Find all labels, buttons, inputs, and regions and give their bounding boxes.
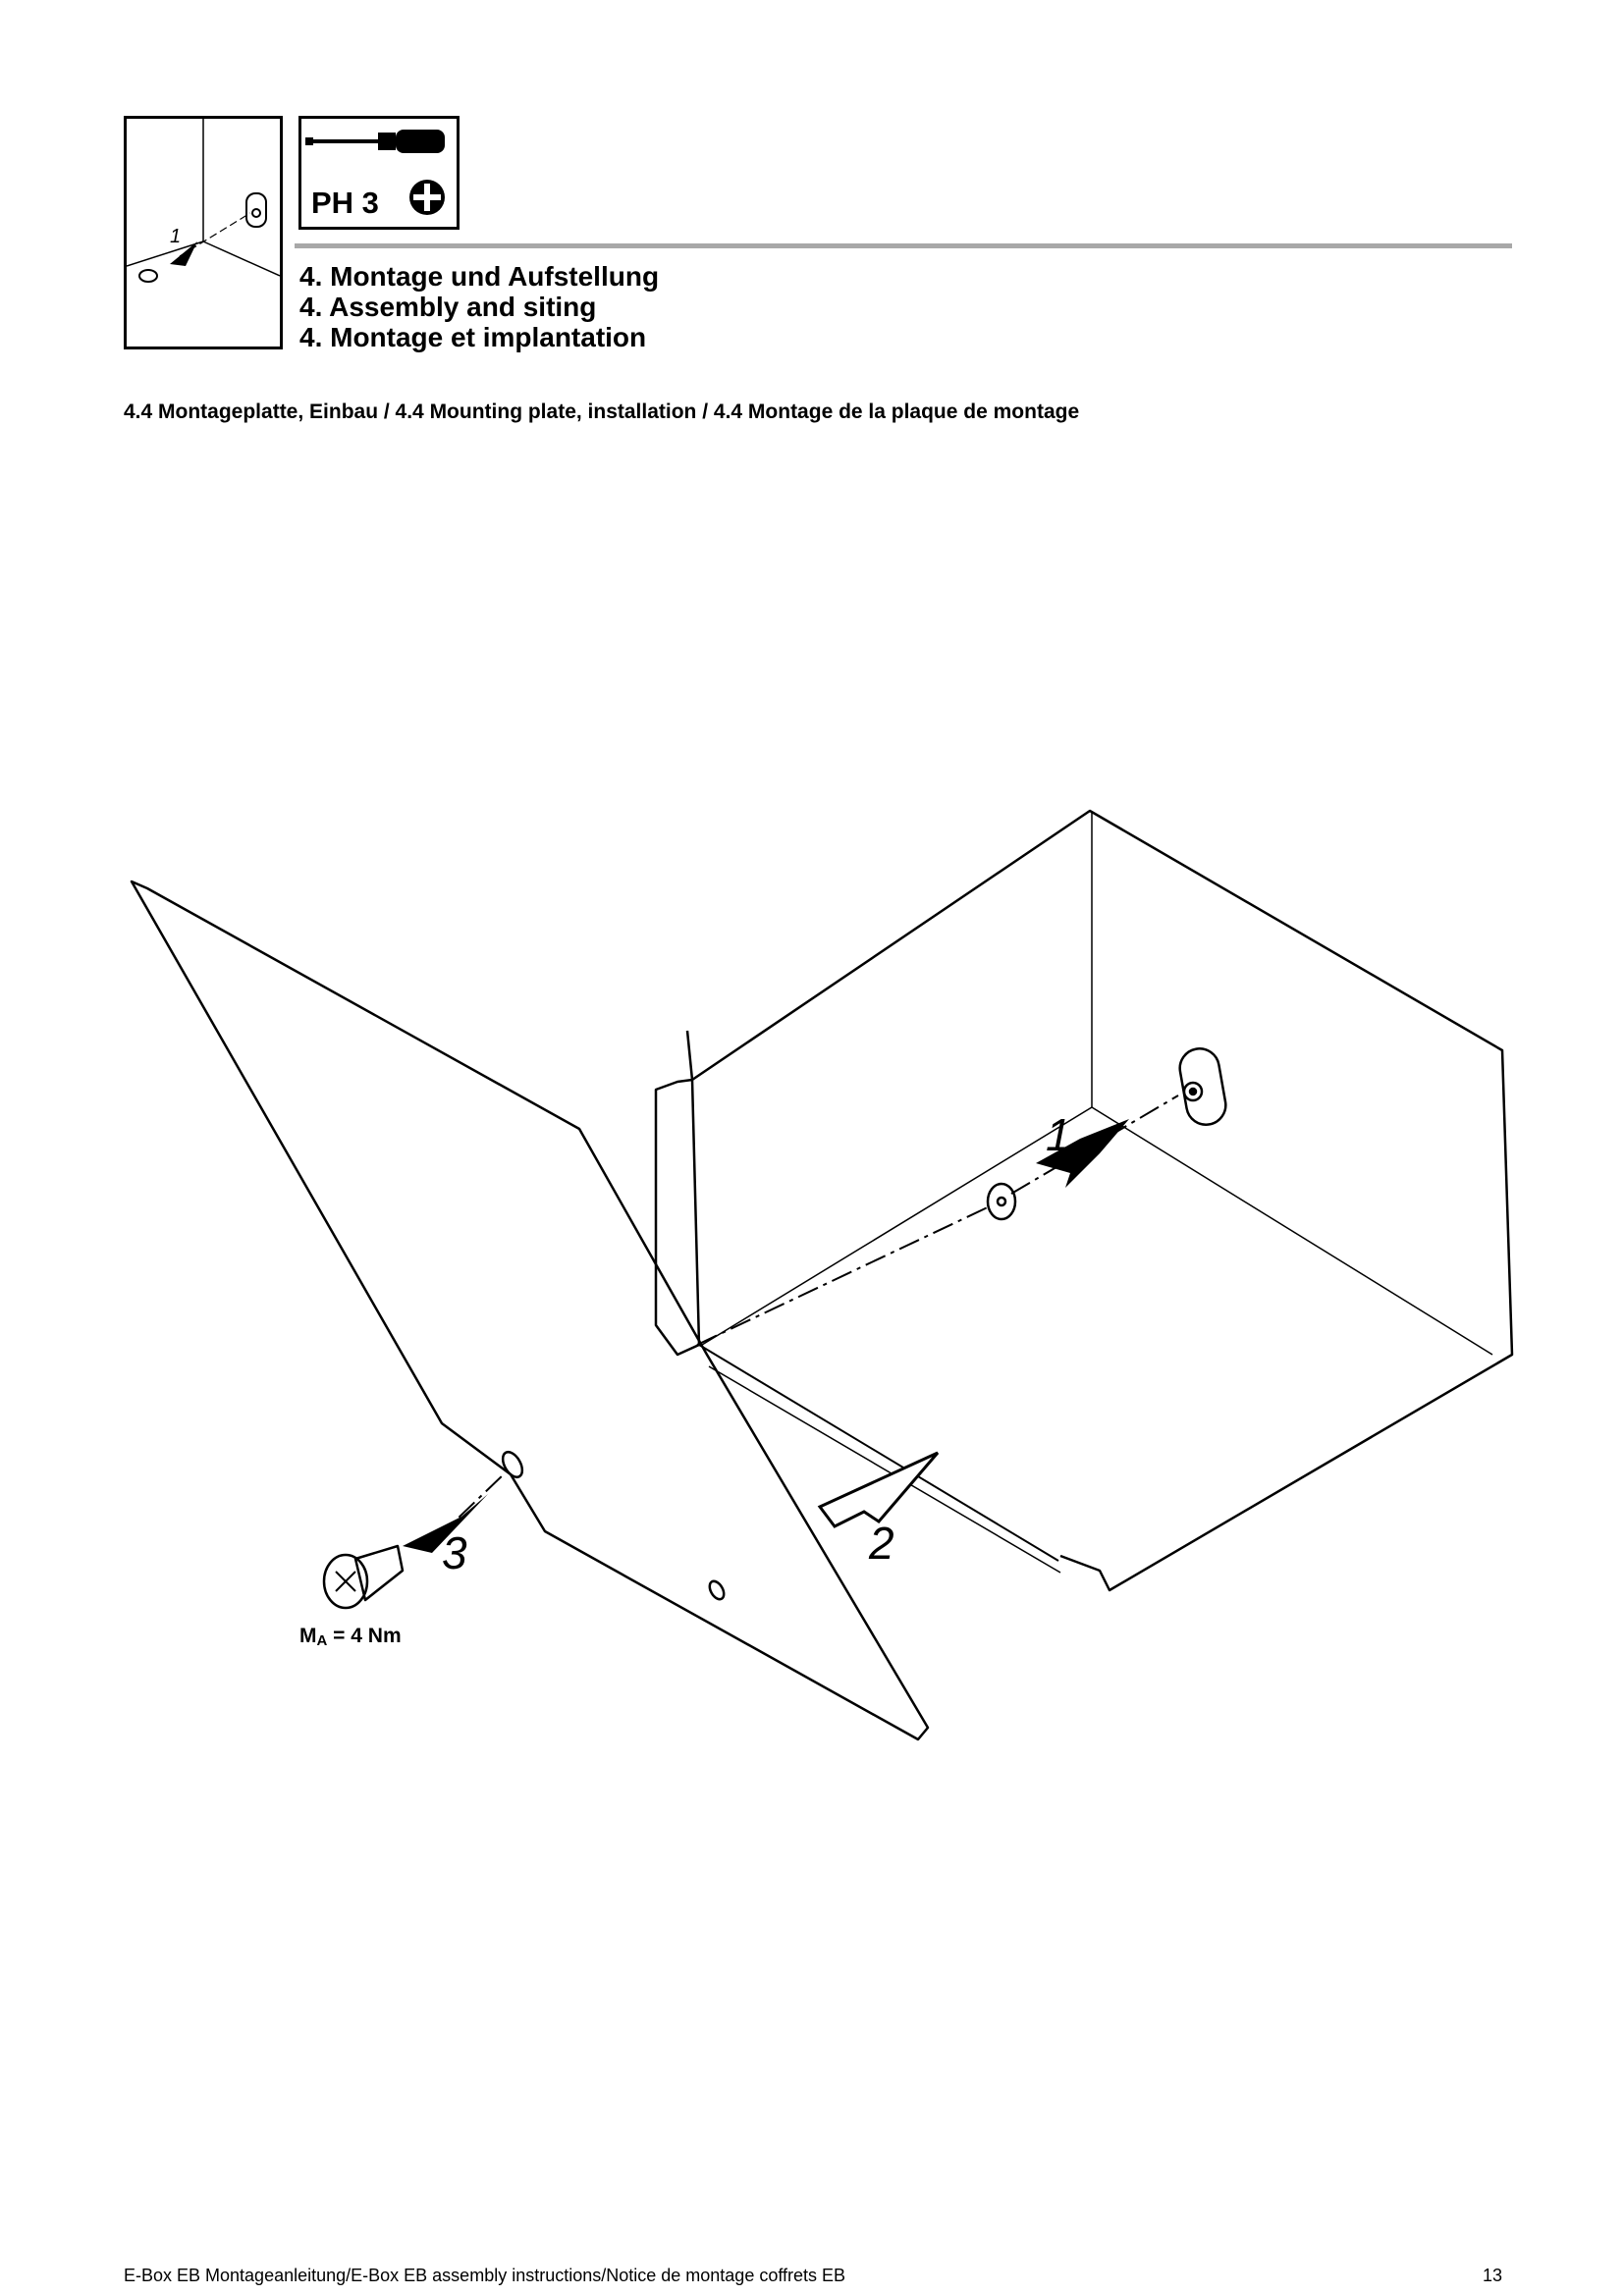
torque-subscript: A [316, 1632, 328, 1649]
washer-icon [986, 1182, 1017, 1221]
nut-icon [245, 192, 267, 228]
tool-label: PH 3 [311, 186, 379, 220]
heading-fr: 4. Montage et implantation [299, 322, 647, 352]
section-title: 4.4 Montageplatte, Einbau / 4.4 Mounting… [124, 400, 1080, 423]
screw-icon [322, 1544, 405, 1610]
washer-icon [138, 269, 158, 283]
phillips-cross-icon [409, 180, 445, 215]
mounting-plate [130, 880, 930, 1741]
enclosure-outline [685, 809, 1514, 1592]
left-flange [654, 1078, 701, 1357]
thumb-step-label: 1 [170, 226, 181, 247]
arrow-icon [403, 1119, 1129, 1553]
assembly-illustration: 1 2 3 [130, 809, 1514, 1741]
tool-box: PH 3 [298, 116, 460, 230]
plate-hole [708, 1579, 726, 1601]
header-divider [295, 243, 1512, 248]
step-label-3: 3 [442, 1527, 467, 1578]
thumbnail-drawing: 1 [126, 119, 281, 283]
thumbnail-step-icon: 1 [124, 116, 283, 349]
screwdriver-icon [305, 130, 445, 153]
torque-amount: = 4 Nm [327, 1625, 402, 1647]
page-number: 13 [1483, 2266, 1503, 2285]
arrow-icon [170, 241, 197, 266]
footer-document-title: E-Box EB Montageanleitung/E-Box EB assem… [124, 2266, 846, 2285]
step-label-1: 1 [1046, 1109, 1071, 1160]
plate-hole [501, 1450, 524, 1479]
step-label-2: 2 [868, 1518, 894, 1569]
heading-en: 4. Assembly and siting [299, 292, 597, 322]
torque-symbol: M [299, 1625, 317, 1647]
heading-de: 4. Montage und Aufstellung [299, 261, 660, 292]
torque-value: MA = 4 Nm [299, 1625, 402, 1649]
